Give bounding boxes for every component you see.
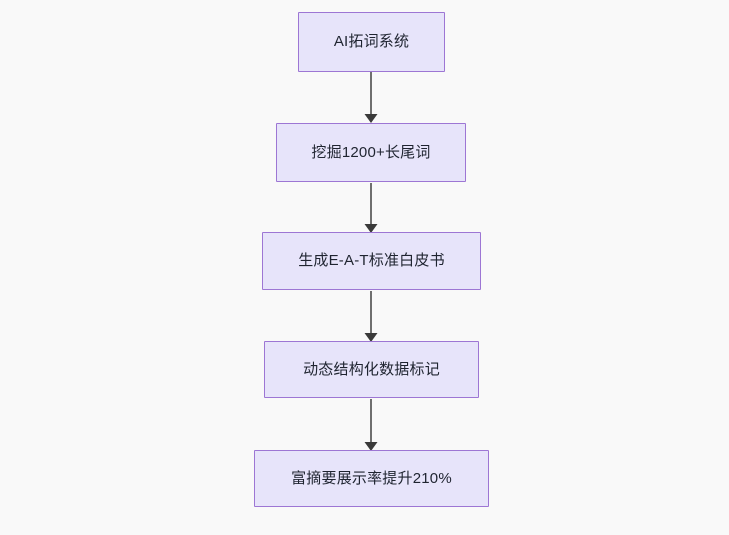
node-label: 动态结构化数据标记 bbox=[303, 360, 440, 378]
arrowhead-icon bbox=[364, 224, 378, 233]
flowchart-node-mine-longtail-keywords[interactable]: 挖掘1200+长尾词 bbox=[276, 123, 466, 182]
arrowhead-icon bbox=[364, 442, 378, 451]
edge-node-2-to-node-3 bbox=[364, 183, 378, 233]
node-label: 生成E-A-T标准白皮书 bbox=[298, 252, 445, 269]
node-label: 挖掘1200+长尾词 bbox=[311, 143, 431, 161]
flowchart-node-ai-keyword-system[interactable]: AI拓词系统 bbox=[298, 12, 445, 72]
arrowhead-icon bbox=[364, 333, 378, 342]
arrowhead-icon bbox=[364, 114, 378, 123]
edge-node-3-to-node-4 bbox=[364, 291, 378, 342]
flowchart-node-generate-eat-whitepaper[interactable]: 生成E-A-T标准白皮书 bbox=[262, 232, 481, 290]
node-label: 富摘要展示率提升210% bbox=[291, 469, 452, 487]
node-label: AI拓词系统 bbox=[333, 33, 410, 50]
edge-node-4-to-node-5 bbox=[364, 399, 378, 451]
flowchart-node-rich-snippet-rate-increase[interactable]: 富摘要展示率提升210% bbox=[254, 450, 489, 507]
edge-node-1-to-node-2 bbox=[364, 72, 378, 123]
flowchart-node-dynamic-structured-data-markup[interactable]: 动态结构化数据标记 bbox=[264, 341, 479, 398]
